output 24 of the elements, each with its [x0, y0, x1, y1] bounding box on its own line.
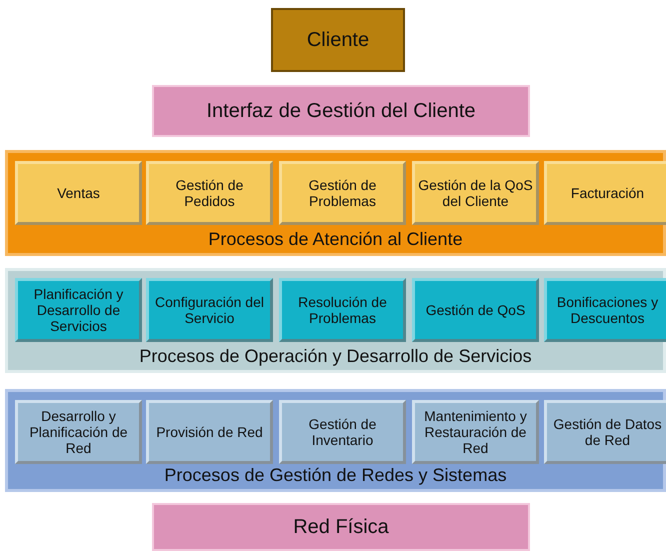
- layer-title: Procesos de Atención al Cliente: [207, 229, 464, 250]
- layer-box: Red Física: [152, 503, 530, 551]
- process-box: Configuración del Servicio: [146, 278, 273, 342]
- layer-box: Interfaz de Gestión del Cliente: [152, 85, 530, 137]
- process-box: Mantenimiento y Restauración de Red: [412, 400, 539, 464]
- layer-box: Cliente: [271, 8, 405, 72]
- process-layer-band: [5, 389, 666, 492]
- process-box: Gestión de Pedidos: [146, 161, 273, 225]
- process-layer-band: [5, 268, 666, 373]
- process-box: Facturación: [544, 161, 666, 225]
- process-box: Gestión de Datos de Red: [544, 400, 666, 464]
- process-box: Provisión de Red: [146, 400, 273, 464]
- process-box: Gestión de Inventario: [279, 400, 406, 464]
- process-box: Gestión de Problemas: [279, 161, 406, 225]
- process-box: Gestión de la QoS del Cliente: [412, 161, 539, 225]
- layer-title: Procesos de Gestión de Redes y Sistemas: [163, 465, 508, 486]
- process-box: Gestión de QoS: [412, 278, 539, 342]
- process-box: Resolución de Problemas: [279, 278, 406, 342]
- layer-title: Procesos de Operación y Desarrollo de Servicios: [138, 346, 533, 367]
- process-layer-band: [5, 150, 666, 256]
- process-box: Ventas: [15, 161, 142, 225]
- process-box: Bonificaciones y Descuentos: [544, 278, 666, 342]
- process-box: Desarrollo y Planificación de Red: [15, 400, 142, 464]
- process-box: Planificación y Desarrollo de Servicios: [15, 278, 142, 342]
